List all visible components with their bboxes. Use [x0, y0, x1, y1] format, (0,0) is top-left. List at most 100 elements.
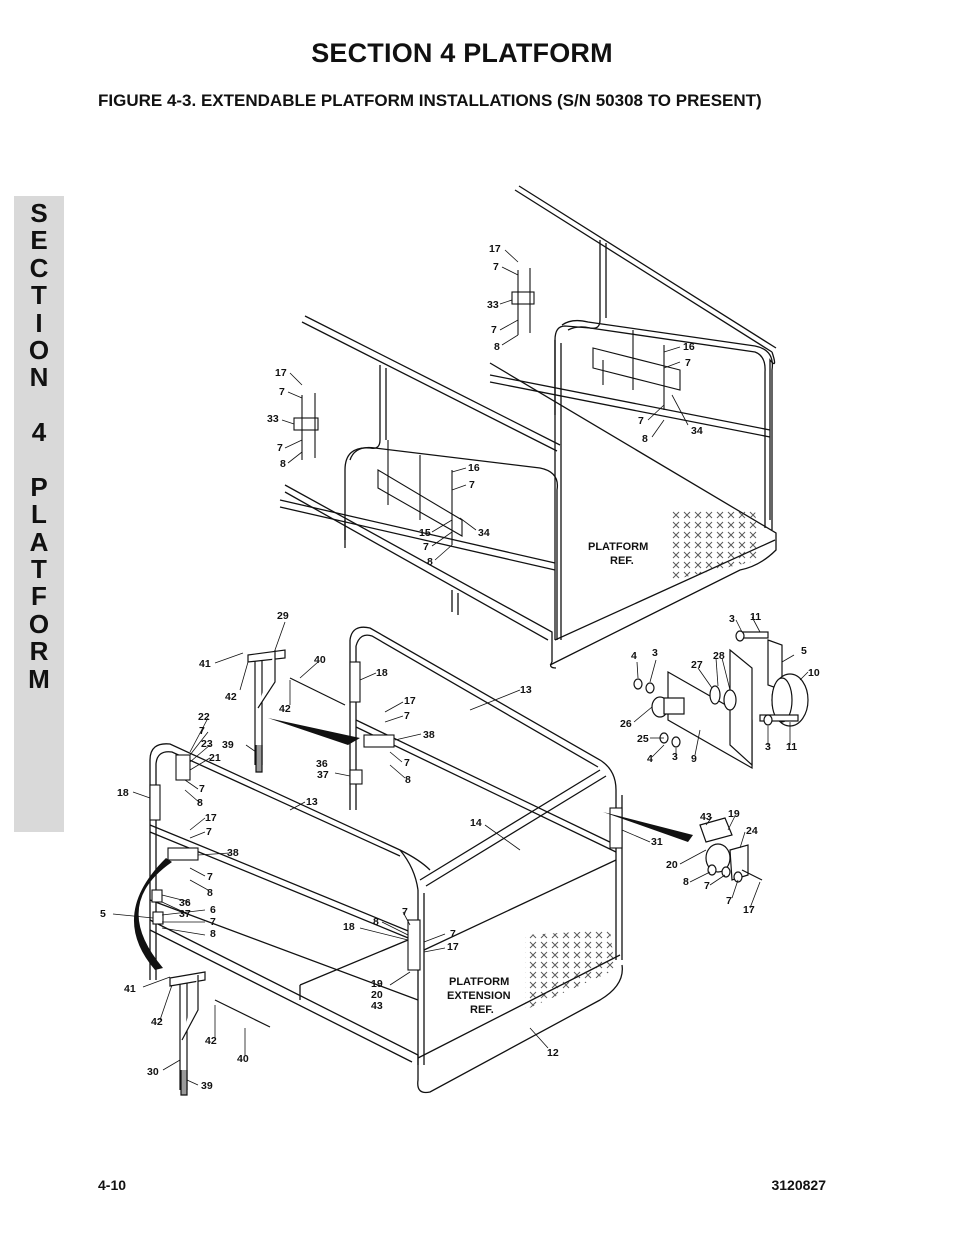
callout: 26	[620, 718, 632, 730]
callout: 16	[683, 341, 695, 353]
upper-hardware	[293, 268, 681, 545]
platform-extension-assembly	[149, 626, 623, 1094]
callout: 28	[713, 650, 725, 662]
platform-ref-assembly	[279, 185, 777, 669]
callout: 34	[478, 527, 490, 539]
latch-detail	[699, 817, 763, 883]
section-title: SECTION 4 PLATFORM	[311, 38, 613, 68]
side-tab-letter: E	[30, 225, 48, 256]
extension-top-rail	[149, 743, 431, 871]
callout: 7	[404, 757, 410, 769]
callout: 17	[447, 941, 459, 953]
side-tab-letter: S	[30, 198, 48, 228]
roller-detail	[633, 630, 809, 770]
callout: 19	[728, 808, 740, 820]
callout: 8	[642, 433, 648, 445]
side-tab-letter: L	[31, 499, 47, 530]
callout: 38	[423, 729, 435, 741]
figure-title: FIGURE 4-3. EXTENDABLE PLATFORM INSTALLA…	[98, 91, 762, 110]
callout: 7	[726, 895, 732, 907]
callout: 7	[685, 357, 691, 369]
platform-tread-upper	[672, 510, 760, 580]
callout: 21	[209, 752, 221, 764]
side-tab-letter: I	[35, 307, 43, 338]
side-tab-letter: P	[30, 471, 48, 502]
callout: 18	[117, 787, 129, 799]
callout: 8	[197, 797, 203, 809]
callout: 7	[402, 906, 408, 918]
callout: 4	[647, 753, 653, 765]
callout: 37	[179, 908, 191, 920]
extension-ref-label-line2: EXTENSION	[447, 990, 511, 1002]
callout: 7	[704, 880, 710, 892]
callout: 30	[147, 1066, 159, 1078]
extension-hardware	[149, 661, 623, 971]
callout: 33	[487, 299, 499, 311]
lock-pin-assemblies	[169, 649, 346, 1096]
callout: 25	[637, 733, 649, 745]
callout: 7	[423, 541, 429, 553]
callout: 43	[700, 811, 712, 823]
callout: 41	[124, 983, 136, 995]
callout: 7	[199, 725, 205, 737]
side-tab-letter: M	[28, 663, 50, 694]
callout: 22	[198, 711, 210, 723]
callout: 7	[638, 415, 644, 427]
callout: 38	[227, 847, 239, 859]
callout: 17	[489, 243, 501, 255]
callout: 3	[729, 613, 735, 625]
callout: 40	[237, 1053, 249, 1065]
platform-tread-extension	[525, 930, 615, 1010]
callout: 6	[210, 904, 216, 916]
callout: 42	[151, 1016, 163, 1028]
callout: 10	[808, 667, 820, 679]
callout: 8	[207, 887, 213, 899]
side-tab-letter: T	[31, 554, 47, 585]
callout: 8	[427, 556, 433, 568]
callout: 18	[343, 921, 355, 933]
callout: 17	[275, 367, 287, 379]
callout: 18	[376, 667, 388, 679]
callout: 33	[267, 413, 279, 425]
callout: 31	[651, 836, 663, 848]
callout: 7	[279, 386, 285, 398]
callout: 17	[404, 695, 416, 707]
callout: 8	[494, 341, 500, 353]
callout: 43	[371, 1000, 383, 1012]
callout: 7	[277, 442, 283, 454]
callout: 7	[404, 710, 410, 722]
assembly-arrows	[133, 718, 693, 970]
callout: 17	[743, 904, 755, 916]
callout: 7	[491, 324, 497, 336]
section-side-tab: S E C T I O N 4 P L A T F O R M	[14, 196, 64, 832]
callout: 5	[801, 645, 807, 657]
extension-ref-label-line1: PLATFORM	[449, 976, 509, 988]
side-tab-letter: R	[29, 636, 49, 667]
callout: 8	[280, 458, 286, 470]
callout: 15	[419, 527, 431, 539]
callout: 36	[179, 897, 191, 909]
callout: 11	[750, 611, 761, 623]
callout: 7	[493, 261, 499, 273]
callout: 17	[205, 812, 217, 824]
side-tab-letter: O	[28, 608, 50, 639]
callout: 7	[469, 479, 475, 491]
callout: 19	[371, 978, 383, 990]
callout: 41	[199, 658, 211, 670]
callout: 29	[277, 610, 289, 622]
document-number: 3120827	[771, 1177, 826, 1193]
callout: 5	[100, 908, 106, 920]
callout: 27	[691, 659, 703, 671]
side-tab-letter: F	[31, 581, 47, 612]
callout: 3	[765, 741, 771, 753]
callout: 11	[786, 741, 797, 753]
callout: 7	[199, 783, 205, 795]
callout: 7	[450, 928, 456, 940]
platform-ref-label-line2: REF.	[610, 555, 634, 567]
callout: 42	[279, 703, 291, 715]
side-tab-letter: 4	[31, 417, 47, 448]
callout: 24	[746, 825, 758, 837]
callout: 16	[468, 462, 480, 474]
callout: 8	[210, 928, 216, 940]
